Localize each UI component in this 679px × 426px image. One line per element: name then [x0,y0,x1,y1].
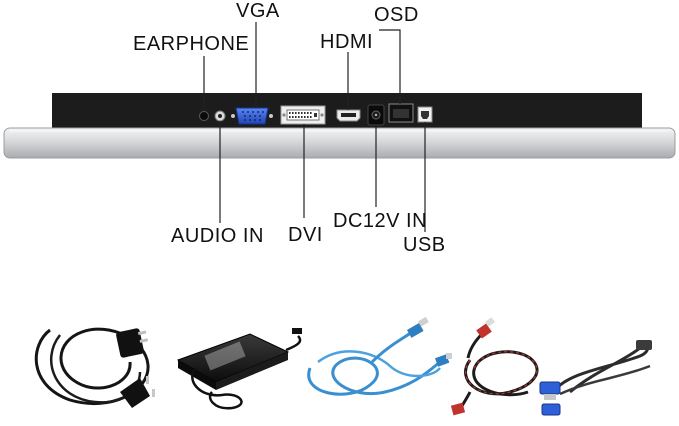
dc-power-port [367,104,385,126]
usb-b-port [417,106,433,123]
label-earphone: EARPHONE [133,33,250,55]
dvi-port [280,105,326,125]
vga-cable-icon [539,340,652,416]
label-vga: VGA [236,0,280,22]
earphone-port [199,111,209,121]
audio-in-port [214,110,226,122]
osd-leader [379,29,401,104]
label-usb: USB [403,234,446,256]
monitor-bottom-edge [3,93,676,159]
usb-cable-icon [307,316,452,396]
hdmi-cable-icon [450,317,539,416]
power-cord-icon [34,327,155,408]
vga-port [231,107,273,125]
label-osd: OSD [374,4,419,26]
label-hdmi: HDMI [320,31,374,53]
label-audio-in: AUDIO IN [171,225,264,247]
power-adapter-icon [176,328,302,410]
osd-port [388,103,414,123]
label-dc12v-in: DC12V IN [333,210,428,232]
hdmi-port [336,109,361,122]
label-dvi: DVI [288,224,323,246]
leader-lines [203,22,426,232]
bezel [3,127,676,159]
